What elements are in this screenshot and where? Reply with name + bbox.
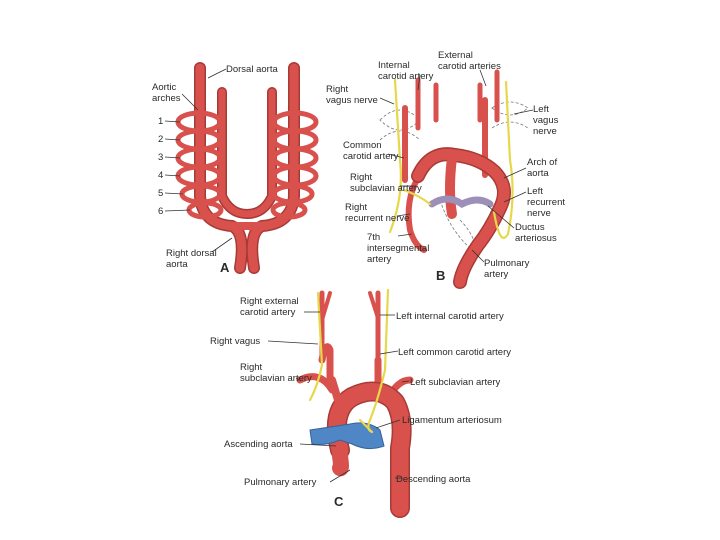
label-ascending-aorta: Ascending aorta	[224, 439, 293, 450]
panel-letter-b: B	[436, 268, 445, 283]
panel-a-illustration	[175, 62, 319, 274]
panel-c-illustration	[296, 288, 414, 518]
arch-number-5: 5	[158, 188, 163, 199]
label-left-subclavian: Left subclavian artery	[410, 377, 501, 388]
panel-a-arches-right	[270, 110, 319, 220]
label-pulmonary-c: Pulmonary artery	[244, 477, 317, 488]
arch-number-2: 2	[158, 134, 163, 145]
panel-a-arches-left	[175, 110, 224, 220]
arch-number-3: 3	[158, 152, 163, 163]
panel-letter-c: C	[334, 494, 344, 509]
arch-number-4: 4	[158, 170, 163, 181]
arch-number-6: 6	[158, 206, 163, 217]
panel-b-illustration	[379, 69, 529, 289]
label-descending-aorta: Descending aorta	[396, 474, 471, 485]
panel-letter-a: A	[220, 260, 230, 275]
label-dorsal-aorta: Dorsal aorta	[226, 64, 278, 75]
label-left-internal-carotid: Left internal carotid artery	[396, 311, 504, 322]
label-right-vagus-c: Right vagus	[210, 336, 260, 347]
label-ligamentum: Ligamentum arteriosum	[402, 415, 502, 426]
label-left-common-carotid: Left common carotid artery	[398, 347, 511, 358]
arch-number-1: 1	[158, 116, 163, 127]
